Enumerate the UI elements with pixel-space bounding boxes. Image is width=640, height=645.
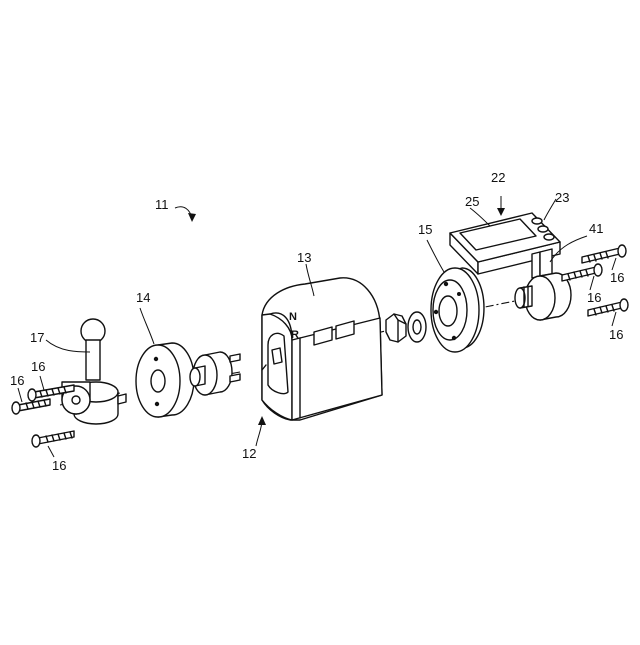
housing-13 (262, 278, 382, 420)
label-15: 15 (418, 222, 432, 237)
label-23: 23 (555, 190, 569, 205)
label-14: 14 (136, 290, 150, 305)
label-16-left-upper: 16 (31, 359, 45, 374)
label-12: 12 (242, 446, 256, 461)
screw-16-left-lower (32, 431, 74, 447)
label-16-right-lower: 16 (609, 327, 623, 342)
label-13: 13 (297, 250, 311, 265)
screw-16-right-middle (562, 264, 602, 281)
label-22: 22 (491, 170, 505, 185)
washer (408, 312, 426, 342)
nut (386, 314, 406, 342)
label-16-left-lower: 16 (52, 458, 66, 473)
lever-17 (62, 319, 126, 424)
label-16-right-middle: 16 (587, 290, 601, 305)
label-25: 25 (465, 194, 479, 209)
housing-letter-r: R (291, 329, 299, 341)
flange-14 (136, 343, 194, 417)
label-16-left-middle: 16 (10, 373, 24, 388)
label-41: 41 (589, 221, 603, 236)
flange-15 (431, 268, 484, 352)
label-11: 11 (155, 197, 169, 212)
housing-letter-n: N (289, 311, 297, 323)
label-16-right-upper: 16 (610, 270, 624, 285)
screw-16-right-upper (582, 245, 626, 263)
coupling (190, 352, 240, 395)
label-17: 17 (30, 330, 44, 345)
